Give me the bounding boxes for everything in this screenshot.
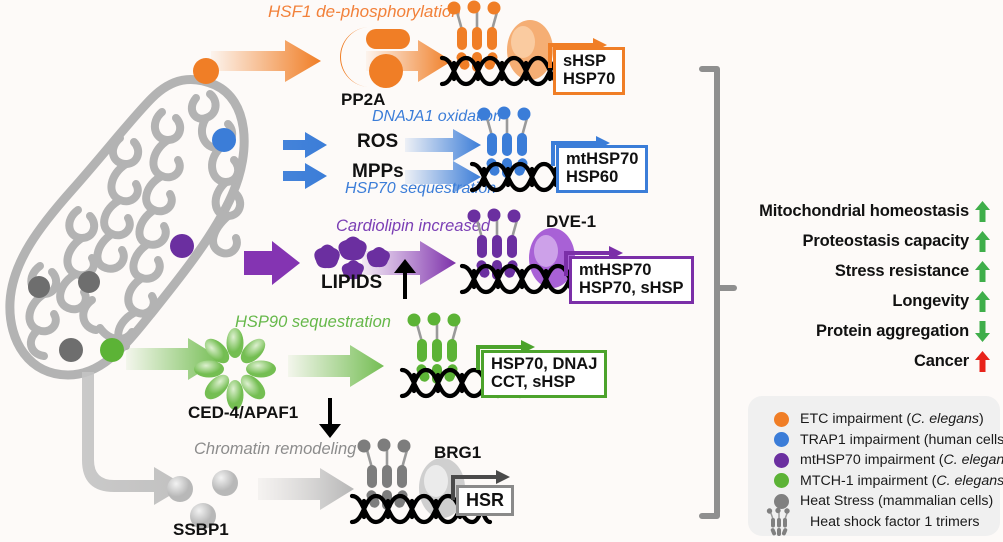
row3-gene-1: mtHSP70 [579, 261, 652, 279]
outcome-row: Protein aggregation [710, 316, 995, 346]
row1-hsf1-trimer-on-dna [439, 0, 589, 87]
outcomes-list: Mitochondrial homeostasis Proteostasis c… [710, 196, 995, 376]
outcome-trend-up-icon [969, 290, 995, 312]
row5-mechanism-label: Chromatin remodeling [194, 440, 357, 458]
legend-item: Heat Stress (mammalian cells) [774, 491, 1003, 512]
row1-arrow-right [366, 40, 452, 82]
row2-mechanism-label: DNAJA1 oxidation [372, 108, 502, 125]
dot-trap1-impairment [212, 128, 236, 152]
outcome-label: Longevity [892, 291, 969, 310]
outcome-label: Cancer [913, 351, 969, 370]
row1-mechanism-label: HSF1 de-phosphorylation [268, 2, 461, 21]
outcome-trend-up-icon [969, 350, 995, 372]
legend-label-mthsp70: mtHSP70 impairment (C. elegans) [800, 452, 1003, 469]
legend-item: mtHSP70 impairment (C. elegans) [774, 450, 1003, 471]
dot-heat-stress-inner-2 [78, 271, 100, 293]
row2-gene-2: HSP60 [566, 168, 619, 187]
row3-mechanism-label: Cardiolipin increased [336, 217, 491, 235]
row5-gene-1: HSR [466, 490, 505, 510]
row2-target-gene-box: mtHSP70 HSP60 [556, 145, 649, 193]
row4-target-gene-box: HSP70, DNAJ CCT, sHSP [481, 350, 608, 398]
row2-gene-1: mtHSP70 [566, 150, 639, 168]
row5-target-gene-box: HSR [456, 485, 515, 517]
outcome-label: Protein aggregation [816, 321, 969, 340]
legend-item: ETC impairment (C. elegans) [774, 409, 1003, 430]
dot-mtch1-impairment [100, 338, 124, 362]
row1-gene-1: sHSP [563, 52, 607, 70]
dot-mthsp70-impairment [170, 234, 194, 258]
legend-label-mtch1: MTCH-1 impairment (C. elegans) [800, 472, 1003, 489]
legend-item: TRAP1 impairment (human cells) [774, 430, 1003, 451]
ced4-apaf1-label: CED-4/APAF1 [188, 403, 299, 422]
lipids-label: LIPIDS [321, 272, 383, 293]
row3-gene-2: HSP70, sHSP [579, 279, 684, 298]
pp2a-label: PP2A [341, 90, 386, 109]
row4-gene-2: CCT, sHSP [491, 373, 576, 392]
outcome-trend-down-icon [969, 320, 995, 342]
legend-dot-etc [774, 411, 789, 427]
legend-label-trap1: TRAP1 impairment (human cells) [800, 431, 1003, 448]
lipids-increase-arrow-icon [394, 259, 416, 299]
ced4-apaf1-apoptosome-icon [194, 328, 276, 410]
outcome-label: Mitochondrial homeostasis [759, 201, 969, 220]
outcome-trend-up-icon [969, 230, 995, 252]
row4-gene-1: HSP70, DNAJ [491, 355, 598, 373]
row2-hsf1-trimer-on-dna [469, 106, 595, 193]
dot-heat-stress-inner-1 [28, 276, 50, 298]
brg1-label: BRG1 [434, 443, 482, 462]
row4-mechanism-label: HSP90 sequestration [235, 313, 391, 331]
row5-hsf1-trimer-on-dna [349, 438, 493, 525]
lipids-icon [314, 236, 390, 280]
row1-gene-2: HSP70 [563, 70, 616, 89]
legend-item: MTCH-1 impairment (C. elegans) [774, 471, 1003, 492]
dot-heat-stress-membrane [59, 338, 83, 362]
row4-arrow-right [288, 345, 384, 387]
outcome-row: Proteostasis capacity [710, 226, 995, 256]
ced4-decrease-arrow-icon [319, 398, 341, 438]
row1-arrow-left [211, 40, 321, 82]
outcome-trend-up-icon [969, 200, 995, 222]
outcome-label: Proteostasis capacity [802, 231, 969, 250]
ssbp1-icon [167, 470, 238, 529]
outcome-row: Cancer [710, 346, 995, 376]
legend-hsf1-trimer-icon [766, 507, 790, 536]
legend-dot-mtch1 [774, 473, 789, 489]
row5-arrow-right [258, 468, 354, 510]
row5-promoter-arrow [451, 470, 510, 500]
legend-label-trimer: Heat shock factor 1 trimers [810, 514, 980, 530]
outcome-label: Stress resistance [834, 261, 969, 280]
outcome-row: Stress resistance [710, 256, 995, 286]
outcome-row: Mitochondrial homeostasis [710, 196, 995, 226]
row2-arrows [283, 129, 481, 193]
row2-mediator-2: MPPs [352, 161, 404, 182]
legend-dot-trap1 [774, 432, 789, 448]
legend-dot-mthsp70 [774, 452, 789, 468]
row3-target-gene-box: mtHSP70 HSP70, sHSP [569, 256, 694, 304]
outcome-trend-up-icon [969, 260, 995, 282]
outcome-row: Longevity [710, 286, 995, 316]
row2-mediator-1: ROS [357, 131, 399, 152]
summary-bracket [699, 66, 737, 519]
legend-label-heat-stress: Heat Stress (mammalian cells) [800, 493, 994, 510]
legend-dot-heat-stress [774, 493, 789, 509]
legend-panel: ETC impairment (C. elegans) TRAP1 impair… [748, 396, 1003, 536]
dve1-label: DVE-1 [546, 212, 597, 231]
ssbp1-label: SSBP1 [173, 520, 229, 539]
row5-elbow-arrow [82, 372, 186, 505]
legend-label-etc: ETC impairment (C. elegans) [800, 411, 984, 428]
row1-target-gene-box: sHSP HSP70 [553, 47, 626, 95]
